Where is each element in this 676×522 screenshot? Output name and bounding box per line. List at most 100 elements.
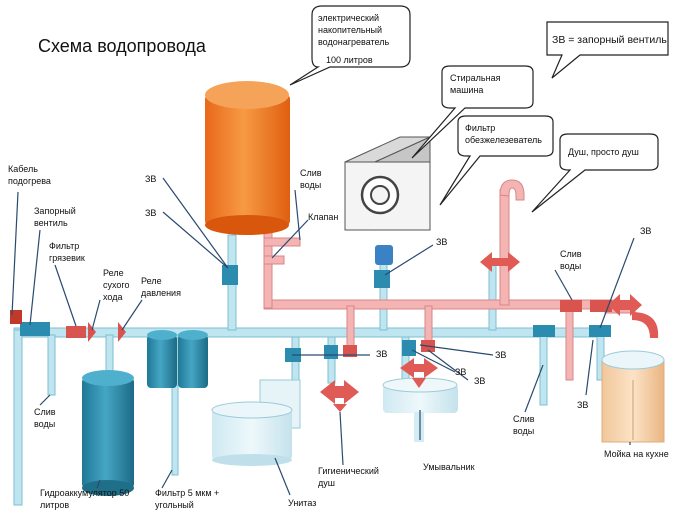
label-heater-2: накопительный bbox=[318, 25, 382, 35]
label-shower: Душ, просто душ bbox=[568, 147, 639, 157]
tap-arrows bbox=[320, 252, 659, 412]
label-hygienic-1: Гигиенический bbox=[318, 466, 379, 476]
hot-riser-shower bbox=[499, 189, 510, 306]
valve-hot-kitchen bbox=[590, 300, 612, 312]
toilet-fixture bbox=[211, 379, 301, 466]
diagram-title: Схема водопровода bbox=[38, 36, 207, 56]
label-accumulator-2: литров bbox=[40, 500, 69, 510]
hot-drop-sink bbox=[424, 305, 433, 345]
label-zv-bottom-right: ЗВ bbox=[577, 400, 588, 410]
label-cable-2: подогрева bbox=[8, 176, 51, 186]
diagram-text: Схема водопровода ЗВ = запорный вентиль … bbox=[8, 13, 669, 510]
filter-5-micron bbox=[147, 330, 208, 388]
label-mud-filter-2: грязевик bbox=[49, 253, 85, 263]
label-zv-filter: ЗВ bbox=[436, 237, 447, 247]
relay-pressure bbox=[118, 322, 126, 342]
bubble-legend bbox=[546, 21, 669, 79]
label-iron-filter-1: Фильтр bbox=[465, 123, 495, 133]
cable-heater-tap bbox=[10, 310, 22, 324]
arrow-hygienic-down bbox=[333, 404, 347, 412]
label-washer-2: машина bbox=[450, 85, 483, 95]
label-cable-1: Кабель bbox=[8, 164, 38, 174]
label-zv-mid3: ЗВ bbox=[474, 376, 485, 386]
cold-branch-hygienic bbox=[327, 336, 336, 384]
bubble-heater bbox=[289, 5, 411, 86]
left-drain-pipe bbox=[47, 334, 56, 396]
valve-right-cold bbox=[533, 325, 555, 337]
label-heater-1: электрический bbox=[318, 13, 379, 23]
callout-bubbles bbox=[289, 5, 669, 213]
iron-filter-body bbox=[375, 245, 393, 265]
cold-riser-shower bbox=[488, 261, 497, 331]
hot-water-pipes bbox=[263, 179, 636, 381]
label-kitchen-drain-2: воды bbox=[560, 261, 581, 271]
leader-lines bbox=[11, 177, 635, 496]
arrow-hygienic bbox=[320, 380, 359, 404]
valve-kitchen-cold bbox=[589, 325, 611, 337]
label-dry-relay-1: Реле bbox=[103, 268, 124, 278]
arrow-kitchen bbox=[608, 294, 642, 316]
label-left-drain-2: воды bbox=[34, 419, 55, 429]
bubble-shower bbox=[531, 133, 659, 213]
heater-hot-stub2 bbox=[263, 255, 285, 265]
valve-main bbox=[20, 322, 50, 336]
label-dry-relay-3: хода bbox=[103, 292, 122, 302]
label-right-drain-2: воды bbox=[513, 426, 534, 436]
valve-sink bbox=[402, 340, 416, 356]
label-kitchen-drain-1: Слив bbox=[560, 249, 582, 259]
label-heater-drain-1: Слив bbox=[300, 168, 322, 178]
label-filter5-1: Фильтр 5 мкм + bbox=[155, 488, 219, 498]
arrow-sink bbox=[400, 358, 438, 378]
label-zv-right: ЗВ bbox=[640, 226, 651, 236]
label-iron-filter-2: обезжелезеватель bbox=[465, 135, 542, 145]
label-left-drain-1: Слив bbox=[34, 407, 56, 417]
label-klapan: Клапан bbox=[308, 212, 338, 222]
arrow-shower bbox=[480, 252, 520, 272]
label-dry-relay-2: сухого bbox=[103, 280, 130, 290]
valve-mud-filter bbox=[66, 326, 86, 338]
label-zv-mid1: ЗВ bbox=[376, 349, 387, 359]
hot-drop-hygienic bbox=[346, 305, 355, 352]
relay-dry-run bbox=[88, 322, 96, 342]
shower-head-pipe bbox=[499, 179, 525, 201]
label-kitchen-sink: Мойка на кухне bbox=[604, 449, 669, 459]
bubble-washer bbox=[411, 65, 534, 159]
kitchen-sink-fixture bbox=[601, 350, 665, 443]
label-heater-4: 100 литров bbox=[326, 55, 373, 65]
washing-machine bbox=[344, 136, 431, 231]
accumulator-pipe bbox=[105, 334, 114, 376]
label-hygienic-2: душ bbox=[318, 478, 335, 488]
label-zv-top1: ЗВ bbox=[145, 174, 156, 184]
label-right-drain-1: Слив bbox=[513, 414, 535, 424]
label-washer-1: Стиральная bbox=[450, 73, 501, 83]
label-heater-3: водонагреватель bbox=[318, 37, 389, 47]
main-cold-pipe bbox=[13, 327, 605, 338]
label-filter5-2: угольный bbox=[155, 500, 194, 510]
label-zv-top2: ЗВ bbox=[145, 208, 156, 218]
valve-hot-right bbox=[560, 300, 582, 312]
label-zv-mid4: ЗВ bbox=[455, 367, 466, 377]
kitchen-faucet bbox=[632, 312, 659, 338]
label-pressure-relay-1: Реле bbox=[141, 276, 162, 286]
bubble-iron-filter bbox=[439, 115, 554, 206]
label-accumulator-1: Гидроаккумулятор 50 bbox=[40, 488, 129, 498]
label-main-valve-1: Запорный bbox=[34, 206, 76, 216]
accumulator-tank bbox=[82, 370, 134, 496]
valve-heater-cold bbox=[222, 265, 238, 285]
heater-hot-stub bbox=[263, 237, 301, 247]
label-heater-drain-2: воды bbox=[300, 180, 321, 190]
label-main-valve-2: вентиль bbox=[34, 218, 68, 228]
water-heater bbox=[205, 81, 290, 235]
label-zv-mid2: ЗВ bbox=[495, 350, 506, 360]
label-toilet: Унитаз bbox=[288, 498, 316, 508]
label-mud-filter-1: Фильтр bbox=[49, 241, 79, 251]
left-riser-pipe bbox=[13, 329, 23, 506]
red-valves bbox=[10, 300, 612, 357]
label-sink: Умывальник bbox=[423, 462, 475, 472]
arrow-sink-down bbox=[412, 378, 426, 388]
legend-text: ЗВ = запорный вентиль bbox=[552, 34, 667, 46]
valve-hot-toilet bbox=[343, 345, 357, 357]
label-pressure-relay-2: давления bbox=[141, 288, 181, 298]
